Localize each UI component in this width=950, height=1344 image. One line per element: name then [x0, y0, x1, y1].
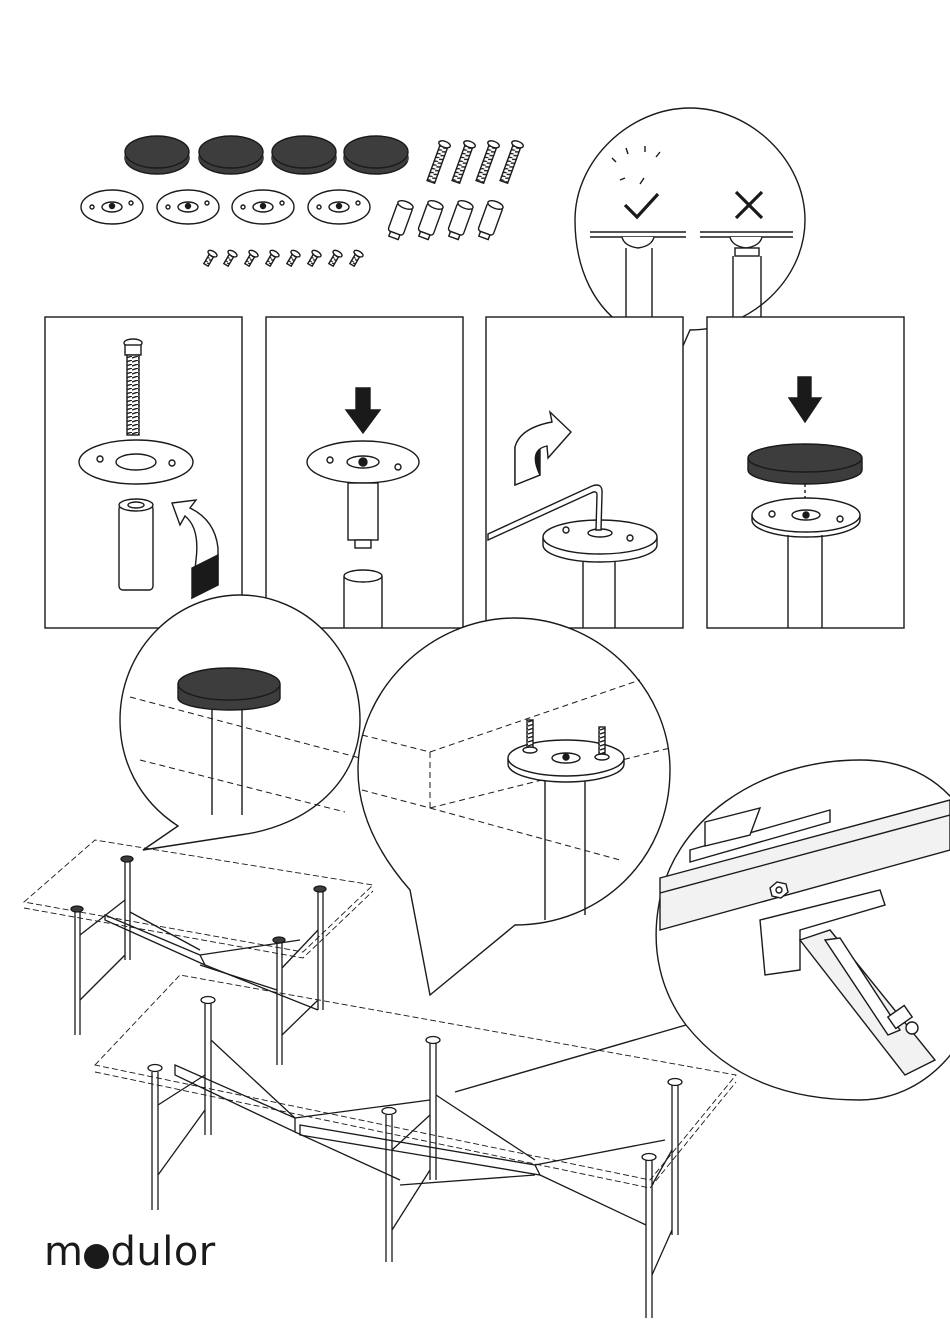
- sleeve: [386, 199, 414, 241]
- wood-screw: [285, 249, 301, 267]
- detail-callout-screw-mount: [358, 618, 670, 995]
- mounting-plate: [752, 498, 860, 537]
- wood-screw: [264, 249, 280, 267]
- parts-overview: [81, 136, 524, 267]
- sleeve: [119, 499, 153, 590]
- logo-text-suffix: dulor: [110, 1229, 215, 1275]
- small-table-frame: [24, 840, 373, 1065]
- wood-screw: [202, 249, 218, 267]
- felt-pads: [125, 136, 408, 174]
- logo-text-prefix: m: [44, 1229, 83, 1275]
- step-1-insert-bolt: [45, 317, 242, 628]
- bolt: [450, 139, 476, 184]
- wood-screw: [348, 249, 364, 267]
- bolt: [425, 139, 451, 184]
- felt-pad: [199, 136, 263, 174]
- mounting-plate: [308, 190, 370, 224]
- step-2-place-plate: [266, 317, 463, 628]
- step-panels: [45, 317, 904, 628]
- wood-screw: [243, 249, 259, 267]
- wood-screw: [222, 249, 238, 267]
- mounting-plate: [79, 440, 193, 484]
- bolt: [474, 139, 500, 184]
- felt-pads: [71, 856, 326, 943]
- sleeve: [476, 199, 504, 241]
- mounting-plate: [232, 190, 294, 224]
- bolt: [498, 139, 524, 184]
- felt-pad: [272, 136, 336, 174]
- mounting-plate: [81, 190, 143, 224]
- sleeves: [386, 199, 504, 241]
- mounting-plates: [81, 190, 370, 224]
- mounting-plate: [508, 740, 624, 782]
- frame-braces: [158, 1040, 672, 1275]
- wood-screw: [327, 249, 343, 267]
- wood-screw: [306, 249, 322, 267]
- sleeve: [446, 199, 474, 241]
- wood-screws: [202, 249, 364, 267]
- sleeve: [416, 199, 444, 241]
- felt-pad: [748, 444, 862, 484]
- step-3-tighten-with-hex-key: [486, 317, 683, 628]
- step-4-attach-felt-pad: [707, 317, 904, 628]
- mounting-plate: [157, 190, 219, 224]
- bolts: [425, 139, 524, 184]
- felt-pad: [178, 668, 280, 710]
- detail-callout-felt-pad: [120, 595, 360, 850]
- mounting-plate: [307, 441, 419, 483]
- bolt: [124, 339, 142, 435]
- mounting-plates: [148, 997, 682, 1161]
- felt-pad: [125, 136, 189, 174]
- logo-dot: [84, 1244, 109, 1269]
- felt-pad: [344, 136, 408, 174]
